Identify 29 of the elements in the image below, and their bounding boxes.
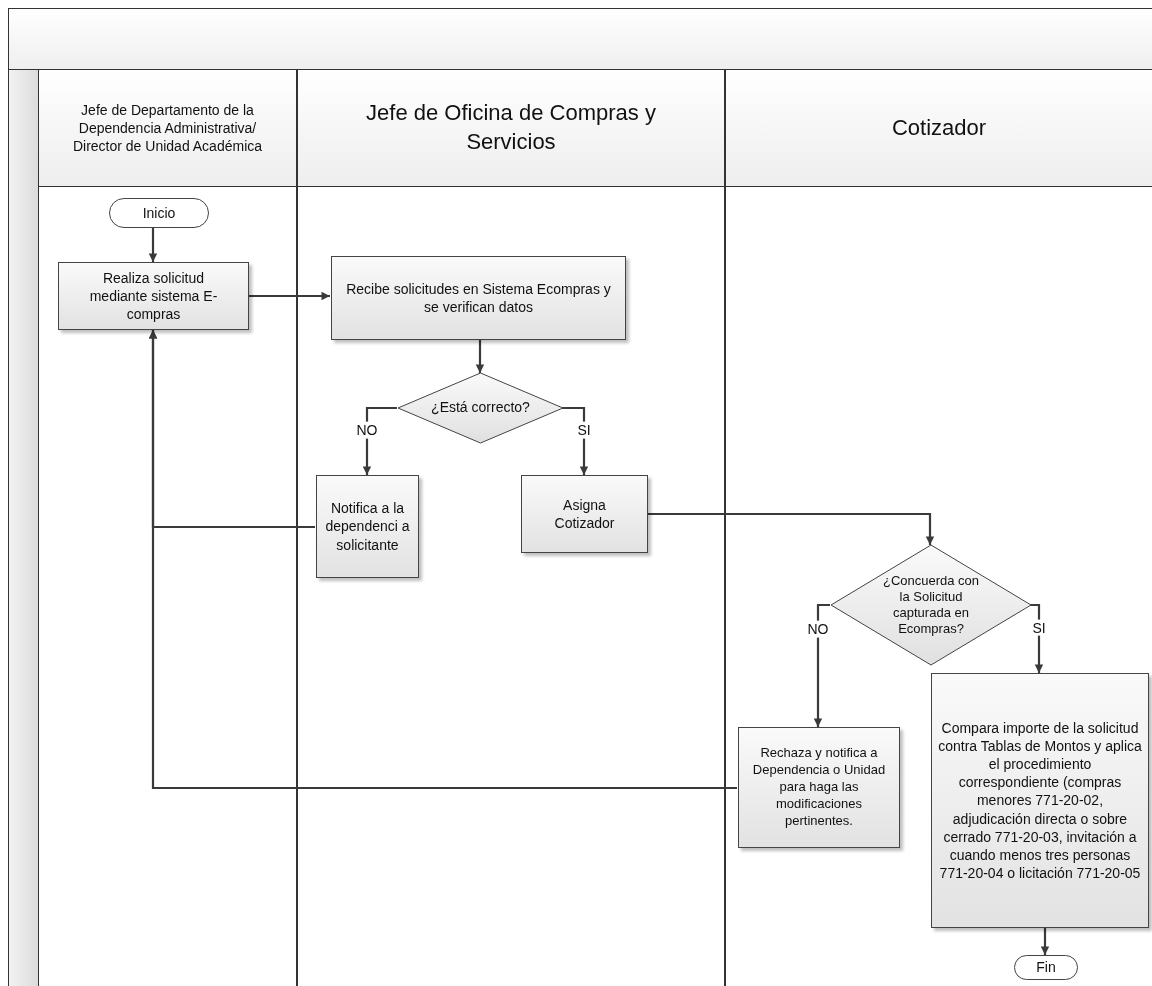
arrow bbox=[647, 512, 935, 545]
process-box: Notifica a la dependenci a solicitante bbox=[316, 475, 419, 578]
edge-label: SI bbox=[1030, 619, 1048, 637]
swimlane bbox=[297, 70, 725, 986]
arrow bbox=[148, 330, 737, 790]
terminator: Inicio bbox=[109, 198, 209, 228]
swimlane bbox=[725, 70, 1152, 986]
arrow bbox=[148, 228, 158, 262]
edge-label: NO bbox=[354, 421, 380, 439]
lane-title: Cotizador bbox=[891, 113, 987, 142]
lane-title: Jefe de Departamento de la Dependencia Administrativa/ Director de Unidad Académica bbox=[71, 100, 264, 156]
arrow bbox=[1040, 928, 1050, 955]
edge-label: SI bbox=[575, 421, 593, 439]
swimlane bbox=[38, 70, 297, 986]
process-box: Rechaza y notifica a Dependencia o Unidad para haga las modificaciones pertinentes. bbox=[738, 727, 900, 848]
title-band bbox=[8, 8, 1152, 70]
process-box: Realiza solicitud mediante sistema E-compras bbox=[58, 262, 249, 330]
decision-diamond: ¿Concuerda con la Solicitud capturada en Ecompras? bbox=[831, 545, 1031, 665]
arrow bbox=[813, 603, 830, 727]
arrow bbox=[248, 291, 330, 301]
lane-title: Jefe de Oficina de Compras y Servicios bbox=[365, 99, 657, 156]
process-box: Recibe solicitudes en Sistema Ecompras y se verifican datos bbox=[331, 256, 626, 340]
arrow bbox=[475, 340, 485, 373]
edge-label: NO bbox=[805, 620, 831, 638]
terminator: Fin bbox=[1014, 955, 1078, 980]
process-box: Compara importe de la solicitud contra Tablas de Montos y aplica el procedimiento correspondiente (compras menores 771-20-02, adjudicación directa o sobre cerrado 771-20-03, invitación a cuando menos tres personas 771-20-04 o licitación 771-20-05 bbox=[931, 673, 1149, 928]
arrow bbox=[562, 406, 589, 475]
process-box: Asigna Cotizador bbox=[521, 475, 648, 553]
decision-diamond: ¿Está correcto? bbox=[398, 373, 563, 443]
